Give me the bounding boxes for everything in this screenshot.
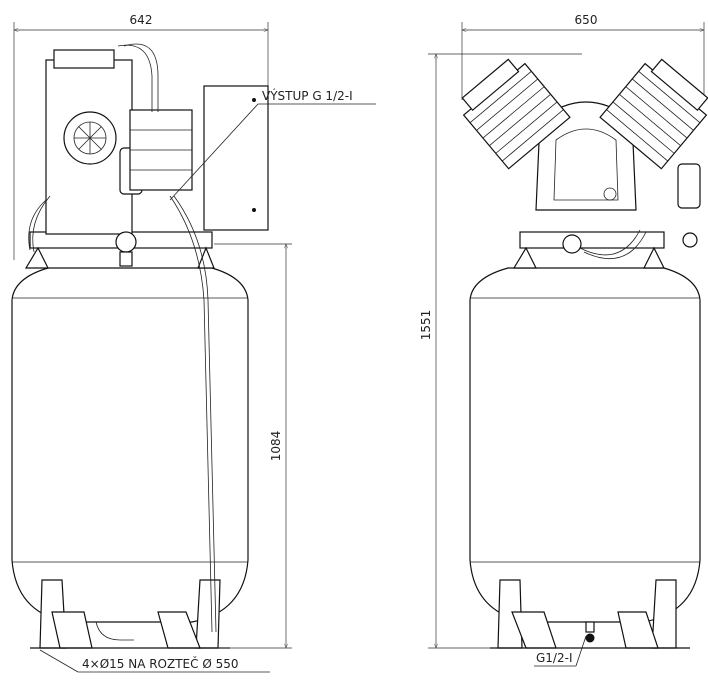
front-view: 650 1551 G1/2-I [419,13,708,667]
tank-feet-right [490,579,690,649]
mounting-label: 4×Ø15 NA ROZTEČ Ø 550 [82,656,239,671]
drain-callout: G1/2-I [534,635,587,667]
mounting-callout: 4×Ø15 NA ROZTEČ Ø 550 [39,649,270,673]
dimension-left-width-label: 642 [130,13,153,27]
outlet-label: VÝSTUP G 1/2-I [262,88,353,103]
tank-feet-left [30,579,230,649]
air-tank-left [11,267,249,623]
drain-label: G1/2-I [536,651,572,665]
air-tank-right [469,267,701,623]
dimension-tank-height-label: 1084 [269,431,283,462]
dimension-total-height-label: 1551 [419,310,433,341]
outlet-callout: VÝSTUP G 1/2-I [169,88,376,201]
dimension-left-width: 642 [13,13,269,260]
compressor-unit-left [24,43,269,633]
dimension-right-width: 650 [461,13,705,100]
dimension-tank-height: 1084 [214,243,292,649]
side-view: 642 [11,13,376,673]
compressor-unit-right [461,58,708,269]
dimension-right-width-label: 650 [575,13,598,27]
